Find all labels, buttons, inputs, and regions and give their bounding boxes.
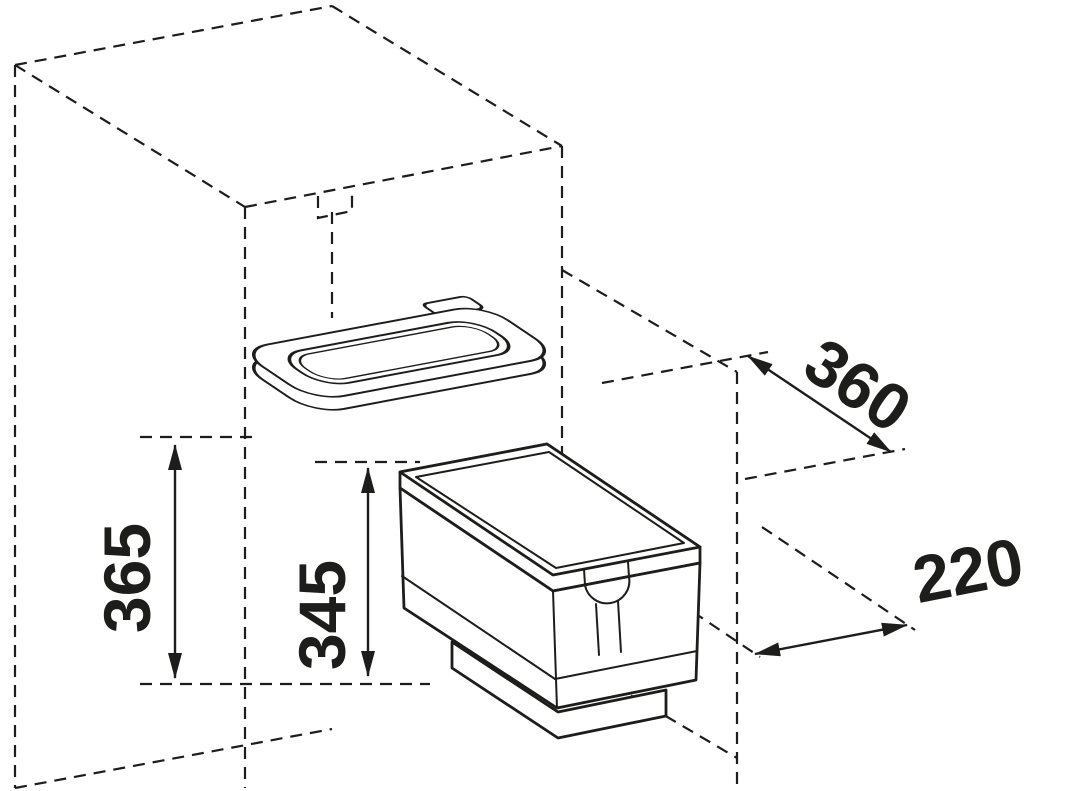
dimension-365: 365 — [90, 444, 182, 679]
right-wall-top-edge — [561, 269, 738, 373]
ext-line-360-near — [601, 350, 769, 385]
cabinet-top-right-edge — [331, 5, 563, 147]
dimension-360-label: 360 — [792, 324, 925, 447]
bin-body-seam-right — [554, 650, 698, 680]
frame-opening — [287, 321, 511, 385]
dimension-360-arrow — [747, 355, 892, 453]
cabinet-top-left-edge — [14, 64, 246, 208]
dimension-220-arrow — [754, 622, 908, 657]
ext-line-360-far — [744, 447, 906, 481]
bin-front-corner-edge — [552, 590, 558, 709]
bin-rim-top — [398, 442, 702, 577]
dimension-345-label: 345 — [285, 560, 359, 670]
dimension-360: 360 — [747, 324, 925, 453]
dimension-365-label: 365 — [90, 523, 164, 633]
waste-bin — [398, 442, 702, 740]
bin-handle-groove — [595, 600, 622, 656]
bin-rim-inner-edge — [415, 451, 685, 569]
bin-base — [450, 640, 668, 740]
ext-line-220-far — [761, 526, 916, 631]
cabinet-top-notch — [316, 189, 354, 220]
dimension-345: 345 — [285, 467, 375, 677]
cabinet-bottom-back-edge — [14, 727, 333, 790]
dimension-220-label: 220 — [907, 523, 1029, 617]
cabinet-top-front-edge — [244, 144, 563, 209]
mounting-frame — [251, 295, 547, 411]
dimension-220: 220 — [754, 523, 1029, 657]
frame-opening-lip — [298, 325, 500, 380]
cabinet-top-back-edge — [14, 4, 333, 67]
bin-handle-notch — [583, 561, 631, 605]
bin-body-seam-left — [401, 575, 556, 680]
